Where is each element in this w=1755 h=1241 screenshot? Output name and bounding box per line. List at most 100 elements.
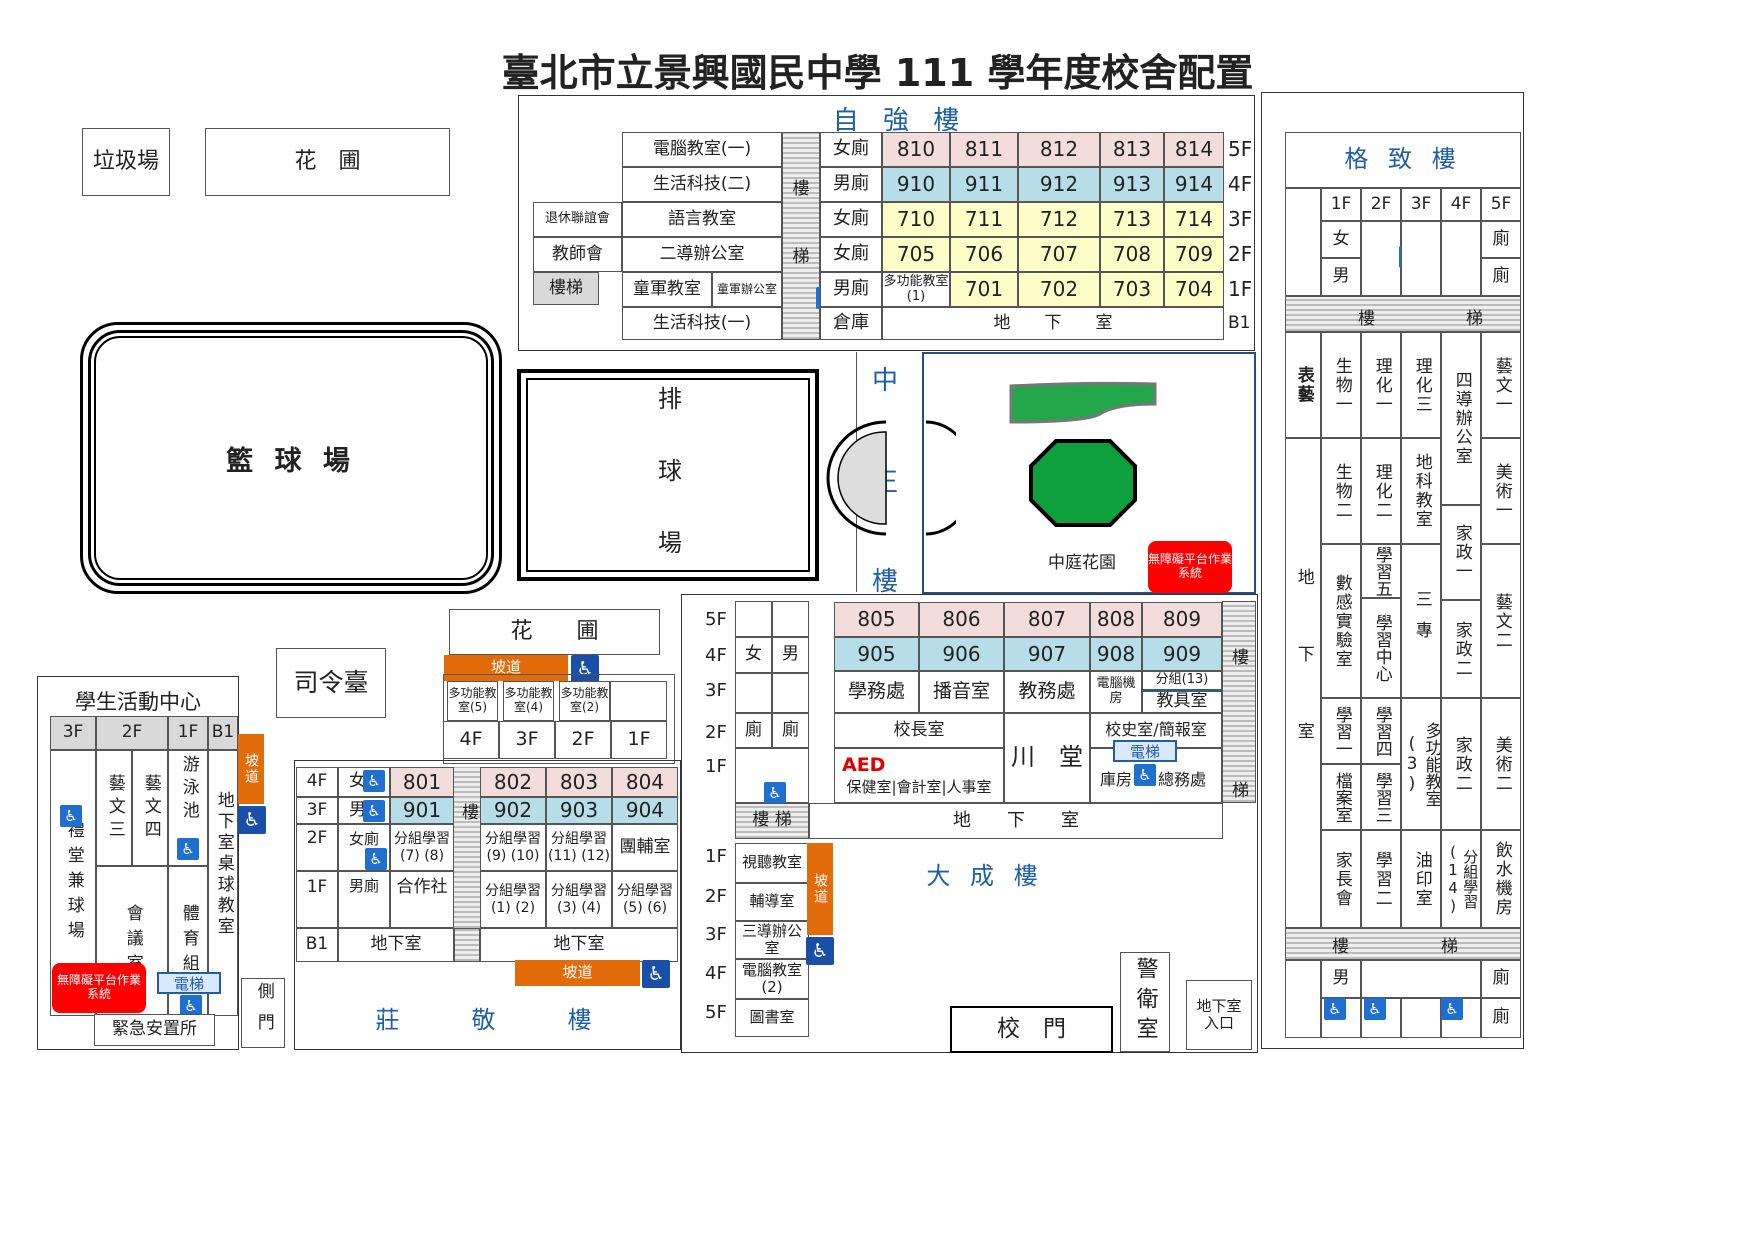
room: 701: [950, 272, 1018, 307]
dc-cell: [735, 673, 772, 713]
room: 902: [480, 797, 546, 824]
dc-elevator[interactable]: 電梯: [1113, 740, 1177, 762]
gz-biaoyi: 表藝: [1293, 366, 1314, 404]
garden-middle: 花 圃: [449, 609, 660, 655]
room: 706: [950, 237, 1018, 272]
ac-floor: 1F: [168, 716, 208, 750]
gz-room: 三專: [1411, 590, 1432, 652]
dc-ramp: 坡道: [812, 873, 829, 905]
zj-multi: 多功能教室(2): [559, 681, 610, 721]
floor-label: 5F: [1228, 137, 1253, 161]
zhuangjing-name: 莊 敬 樓: [375, 1006, 600, 1034]
room: 808: [1090, 602, 1142, 637]
ac-pe: 體育組: [178, 903, 199, 979]
basketball-label: 籃 球 場: [94, 336, 488, 580]
dc-female: 女: [735, 637, 772, 673]
room: 908: [1090, 637, 1142, 671]
activity-center-name: 學生活動中心: [75, 690, 201, 714]
dc-cell: [735, 601, 772, 637]
gz-male-bottom: 男: [1321, 960, 1361, 998]
zz-name-3: 樓: [872, 567, 899, 597]
gz-room: 理化三: [1411, 356, 1432, 414]
dc-general: 總務處: [1158, 770, 1207, 789]
gz-room: 家長會: [1331, 850, 1352, 908]
dc-floor2: 1F: [705, 846, 727, 867]
room: 913: [1100, 167, 1164, 202]
gz-room: 檔案室: [1331, 771, 1352, 823]
ac-floor: 3F: [50, 716, 96, 750]
page-title: 臺北市立景興國民中學 111 學年度校舍配置: [501, 51, 1254, 95]
dc-floor: 2F: [705, 722, 727, 743]
zj-group78: 分組學習(7) (8): [390, 824, 454, 871]
dc-principal: 校長室: [834, 713, 1004, 748]
gz-room: 藝文二: [1491, 592, 1512, 650]
gz-stair-char1: 樓: [1358, 309, 1375, 329]
dc-floor: 3F: [705, 680, 727, 701]
zz-arch-shape: [826, 420, 956, 536]
garden-top: 花 圃: [205, 128, 450, 196]
gz-room: 美術二: [1491, 735, 1512, 793]
dc-basement: 地 下 室: [809, 803, 1223, 839]
wheelchair-icon: ♿: [238, 806, 266, 834]
dc-floor: 4F: [705, 645, 727, 666]
gz-female: 女: [1321, 221, 1361, 258]
volleyball-label: 排 球 場: [653, 386, 682, 564]
gz-room: 理化二: [1371, 462, 1392, 520]
gz-floor: 2F: [1361, 188, 1401, 221]
ac-table-tennis: 地下室桌球教室: [213, 791, 234, 938]
zhuangjing-building: [294, 760, 681, 1050]
room: 905: [834, 637, 919, 671]
accessible-toilet-icon: ♿: [180, 995, 202, 1017]
ziqiang-building: [518, 95, 1255, 351]
stage-label: 司令臺: [276, 648, 386, 718]
room: 903: [546, 797, 612, 824]
accessible-platform-box: 無障礙平台作業系統: [1148, 541, 1232, 593]
zq-left-2: 語言教室: [622, 202, 782, 237]
zj-basement-2: 地下室: [480, 928, 678, 962]
zj-male-toilet: 男廁: [338, 871, 390, 928]
dc-floor2: 2F: [705, 886, 727, 907]
ac-art4: 藝文四: [140, 773, 161, 843]
dc-toilet: 廁: [735, 713, 772, 748]
gz-room: 生物一: [1331, 356, 1352, 414]
room: 708: [1100, 237, 1164, 272]
zj-floor: 4F: [296, 767, 338, 797]
zj-multi: 多功能教室(5): [447, 681, 498, 721]
zj-multi-floor: 3F: [499, 721, 555, 759]
zq-stairwell: [782, 132, 820, 340]
gz-room: 學習四: [1371, 705, 1392, 757]
zq-stair-char1: 樓: [792, 179, 810, 199]
dc-cell: [772, 601, 809, 637]
gz-room: 學習中心: [1371, 614, 1392, 682]
garbage-area: 垃圾場: [82, 128, 170, 196]
room: 901: [390, 797, 454, 824]
wheelchair-icon: ♿: [642, 960, 670, 988]
dc-teaching: 教務處: [1004, 671, 1090, 713]
dc-dir3: 三導辦公室: [735, 921, 809, 959]
gz-floor: 3F: [1401, 188, 1441, 221]
gz-room: 家政一: [1451, 524, 1472, 581]
room: 907: [1004, 637, 1090, 671]
dc-storage: 庫房: [1100, 770, 1133, 789]
gezhi-building: [1261, 92, 1524, 1049]
floor-label: 4F: [1228, 172, 1253, 196]
accessible-toilet-icon: ♿: [1441, 998, 1463, 1020]
zj-counsel: 團輔室: [612, 824, 678, 871]
room: 814: [1164, 132, 1224, 167]
ac-elevator[interactable]: 電梯: [157, 972, 221, 994]
aed-label: AED: [842, 754, 886, 776]
guard-room: 警衛室: [1132, 957, 1158, 1047]
gz-male: 男: [1321, 258, 1361, 296]
dc-floor2: 3F: [705, 924, 727, 945]
accessible-toilet-icon: ♿: [365, 848, 387, 870]
gz-room: 數感實驗室: [1331, 573, 1352, 669]
zq-left-1: 生活科技(二): [622, 167, 782, 202]
room: 813: [1100, 132, 1164, 167]
zq-basement: 地 下 室: [882, 307, 1224, 340]
zj-group: 分組學習(11) (12): [546, 824, 612, 871]
dc-supplies: 教具室: [1142, 691, 1222, 713]
gz-room: 四導辦公室: [1451, 371, 1472, 466]
ac-pool: 游泳池: [178, 755, 199, 824]
accessible-toilet-icon: ♿: [363, 770, 385, 792]
gz-room: 油印室: [1411, 850, 1432, 908]
